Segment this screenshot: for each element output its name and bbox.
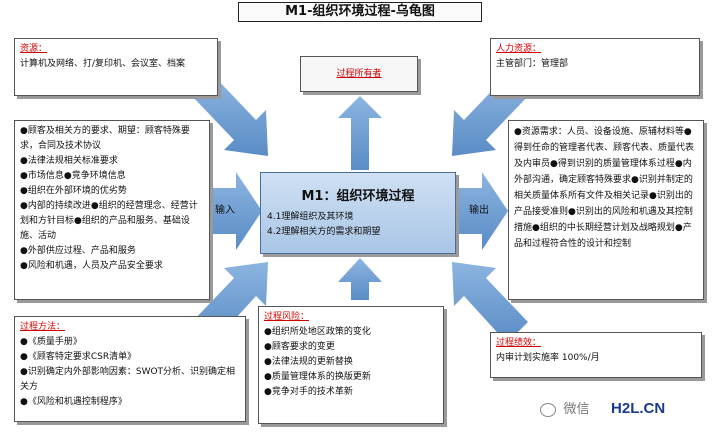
performance-text: 内审计划实施率 100%/月 — [496, 353, 600, 363]
input-label: 输入 — [215, 205, 235, 216]
method-header: 过程方法： — [20, 322, 66, 332]
resources-arrow — [192, 76, 268, 156]
method-item: ●识别确定内外部影响因素：SWOT分析、识别确定相关方 — [20, 367, 236, 392]
method-item: ●《顾客特定要求CSR清单》 — [20, 352, 137, 362]
human-resources-box: 人力资源： 主管部门：管理部 — [490, 38, 700, 96]
process-risk-box: 过程风险： ●组织所处地区政策的变化 ●顾客要求的变更 ●法律法规的更新替换 ●… — [258, 306, 444, 424]
risk-header: 过程风险： — [264, 312, 310, 322]
method-item: ●《风险和机遇控制程序》 — [20, 397, 127, 407]
watermark: 微信 H2L.CN — [540, 398, 716, 430]
human-resources-header: 人力资源： — [496, 44, 542, 54]
method-list: ●《质量手册》 ●《顾客特定要求CSR清单》 ●识别确定内外部影响因素：SWOT… — [20, 335, 240, 410]
risk-item: ●竞争对手的技术革新 — [264, 387, 353, 397]
center-item: 4.2理解相关方的需求和期望 — [267, 227, 381, 237]
performance-header: 过程绩效： — [496, 338, 542, 348]
risk-item: ●法律法规的更新替换 — [264, 357, 353, 367]
resources-header: 资源： — [20, 44, 48, 54]
resources-text: 计算机及网络、打/复印机、会议室、档案 — [20, 59, 186, 69]
center-item: 4.1理解组织及其环境 — [267, 212, 354, 222]
output-box: ●资源需求：人员、设备设施、原辅材料等●得到任命的管理者代表、顾客代表、质量代表… — [508, 120, 704, 300]
watermark-wechat: 微信 — [563, 402, 590, 417]
output-label: 输出 — [469, 205, 489, 216]
input-item: ●市场信息●竞争环境信息 — [20, 171, 126, 181]
output-text: ●资源需求：人员、设备设施、原辅材料等●得到任命的管理者代表、顾客代表、质量代表… — [514, 127, 695, 249]
risk-item: ●顾客要求的变更 — [264, 342, 335, 352]
input-arrow — [212, 172, 262, 250]
input-item: ●顾客及相关方的要求、期望：顾客特殊要求，合同及技术协议 — [20, 126, 190, 151]
method-item: ●《质量手册》 — [20, 337, 82, 347]
process-method-box: 过程方法： ●《质量手册》 ●《顾客特定要求CSR清单》 ●识别确定内外部影响因… — [14, 316, 246, 422]
input-list: ●顾客及相关方的要求、期望：顾客特殊要求，合同及技术协议 ●法律法规相关标准要求… — [20, 124, 204, 274]
owner-arrow — [338, 96, 382, 170]
process-performance-box: 过程绩效： 内审计划实施率 100%/月 — [490, 332, 702, 378]
risk-item: ●组织所处地区政策的变化 — [264, 327, 371, 337]
process-owner-label: 过程所有者 — [336, 69, 382, 79]
page-title: M1-组织环境过程-乌龟图 — [238, 2, 482, 22]
center-process-box: M1：组织环境过程 4.1理解组织及其环境 4.2理解相关方的需求和期望 — [260, 172, 456, 254]
risk-arrow — [338, 258, 382, 300]
input-item: ●风险和机遇，人员及产品安全要求 — [20, 261, 163, 271]
input-item: ●内部的持续改进●组织的经营理念、经营计划和方针目标●组织的产品和服务、基础设施… — [20, 201, 198, 241]
input-box: ●顾客及相关方的要求、期望：顾客特殊要求，合同及技术协议 ●法律法规相关标准要求… — [14, 120, 210, 300]
human-resources-arrow — [452, 76, 528, 156]
performance-arrow — [452, 262, 528, 342]
resources-box: 资源： 计算机及网络、打/复印机、会议室、档案 — [14, 38, 218, 96]
watermark-site: H2L.CN — [611, 400, 666, 417]
input-item: ●外部供应过程、产品和服务 — [20, 246, 136, 256]
center-title: M1：组织环境过程 — [301, 189, 415, 204]
human-resources-text: 主管部门：管理部 — [496, 59, 569, 69]
risk-item: ●质量管理体系的换版更新 — [264, 372, 371, 382]
process-owner-box: 过程所有者 — [300, 56, 418, 92]
risk-list: ●组织所处地区政策的变化 ●顾客要求的变更 ●法律法规的更新替换 ●质量管理体系… — [264, 325, 438, 400]
output-arrow — [458, 172, 508, 250]
input-item: ●组织在外部环境的优劣势 — [20, 186, 127, 196]
input-item: ●法律法规相关标准要求 — [20, 156, 118, 166]
wechat-icon — [540, 403, 556, 417]
